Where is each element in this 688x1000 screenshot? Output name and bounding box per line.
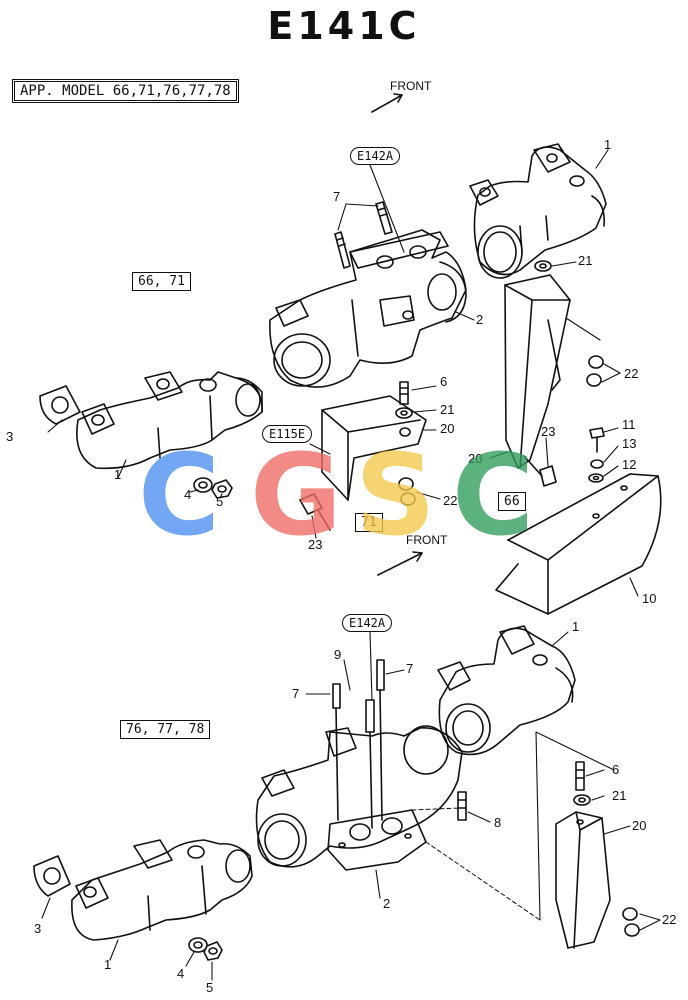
stud-part-7-bottom-right xyxy=(376,659,385,821)
callout-22-center: 22 xyxy=(443,493,458,508)
callout-3-top: 3 xyxy=(6,429,14,444)
callout-2-top: 2 xyxy=(476,312,484,327)
reference-e115e: E115E xyxy=(262,425,313,443)
callout-11: 11 xyxy=(622,417,636,432)
callout-22-right: 22 xyxy=(624,366,639,381)
bracket-part-20-model-71 xyxy=(321,395,427,501)
watermark-letter-c2: C xyxy=(452,431,535,561)
watermark-letter-s: S xyxy=(355,431,436,561)
callout-13: 13 xyxy=(622,436,637,451)
watermark-letter-g: G xyxy=(250,431,342,561)
callout-5-top: 5 xyxy=(216,494,224,509)
stud-part-6-bottom xyxy=(575,761,585,791)
group-label-76-77-78: 76, 77, 78 xyxy=(120,720,211,739)
washer-part-13 xyxy=(590,459,604,469)
front-label-top: FRONT xyxy=(390,79,432,93)
bracket-part-20-bottom xyxy=(555,811,611,949)
manifold-part-1-bottom-right xyxy=(437,625,576,756)
stud-part-8 xyxy=(457,791,467,821)
washer-part-21-bottom xyxy=(573,794,591,806)
watermark-letter-c1: C xyxy=(138,431,221,561)
nut-part-22-right xyxy=(586,355,604,387)
callout-1-top-right: 1 xyxy=(604,137,612,152)
bolt-part-11 xyxy=(589,427,605,453)
stud-part-7-bottom-left xyxy=(332,683,341,821)
bolt-part-23-center xyxy=(299,493,331,531)
stud-part-9 xyxy=(365,699,375,829)
heat-cover-part-10 xyxy=(495,473,662,615)
manifold-part-2-bottom xyxy=(255,725,463,871)
bolt-part-23-right xyxy=(523,455,557,487)
callout-6-bottom: 6 xyxy=(612,762,620,777)
callout-3-bottom: 3 xyxy=(34,921,42,936)
callout-12: 12 xyxy=(622,457,637,472)
callout-21-center: 21 xyxy=(440,402,455,417)
reference-e142a-top: E142A xyxy=(350,147,401,165)
bracket-part-20-model-66 xyxy=(504,274,571,469)
manifold-part-1-top-left xyxy=(76,371,263,470)
callout-4-top: 4 xyxy=(184,487,192,502)
nut-part-5-bottom xyxy=(203,941,223,961)
callout-5-bottom: 5 xyxy=(206,980,214,995)
manifold-part-1-top-right xyxy=(469,143,607,279)
nut-part-22-bottom xyxy=(622,907,640,937)
stud-part-6-center xyxy=(399,381,409,405)
callout-1-top-left: 1 xyxy=(114,467,122,482)
washer-part-4-top xyxy=(193,477,213,493)
washer-part-12 xyxy=(588,473,604,483)
model-label-71: 71 xyxy=(355,513,383,532)
bracket-outline-bottom xyxy=(535,731,615,921)
callout-8: 8 xyxy=(494,815,502,830)
callout-1-bottom-left: 1 xyxy=(104,957,112,972)
leader-lines-bottom xyxy=(41,631,661,981)
callout-23-right: 23 xyxy=(541,424,556,439)
callout-7-bottom-left: 7 xyxy=(292,686,300,701)
callout-21-bottom: 21 xyxy=(612,788,627,803)
washer-part-4-bottom xyxy=(188,937,208,953)
washer-part-21-center xyxy=(395,407,413,419)
group-label-66-71: 66, 71 xyxy=(132,272,191,291)
callout-7-top: 7 xyxy=(333,189,341,204)
dashed-alignment-lines xyxy=(411,807,541,921)
reference-e142a-bottom: E142A xyxy=(342,614,393,632)
callout-2-bottom: 2 xyxy=(383,896,391,911)
front-arrow-top xyxy=(371,93,403,113)
washer-part-21-right xyxy=(534,260,552,272)
callout-6-center: 6 xyxy=(440,374,448,389)
gasket-part-3-top xyxy=(39,385,81,425)
model-label-66: 66 xyxy=(498,492,526,511)
leader-lines-top xyxy=(47,149,639,597)
callout-21-right: 21 xyxy=(578,253,593,268)
callout-20-right: 20 xyxy=(468,451,483,466)
manifold-part-1-bottom-left xyxy=(71,839,253,941)
manifold-part-2-top xyxy=(269,229,467,388)
callout-20-center: 20 xyxy=(440,421,455,436)
front-arrow-middle xyxy=(377,551,423,576)
callout-4-bottom: 4 xyxy=(177,966,185,981)
front-label-middle: FRONT xyxy=(406,533,448,547)
applicable-models-box: APP. MODEL 66,71,76,77,78 xyxy=(12,79,239,103)
callout-20-bottom: 20 xyxy=(632,818,647,833)
nut-part-5-top xyxy=(211,479,233,499)
nut-part-22-center xyxy=(398,477,416,506)
callout-23-center: 23 xyxy=(308,537,323,552)
stud-part-7-top xyxy=(334,201,393,269)
callout-22-bottom: 22 xyxy=(662,912,677,927)
callout-7-bottom-right: 7 xyxy=(406,661,414,676)
page-title: E141C xyxy=(267,4,421,48)
callout-10: 10 xyxy=(642,591,657,606)
callout-9: 9 xyxy=(334,647,342,662)
gasket-part-3-bottom xyxy=(33,855,71,897)
callout-1-bottom-right: 1 xyxy=(572,619,580,634)
